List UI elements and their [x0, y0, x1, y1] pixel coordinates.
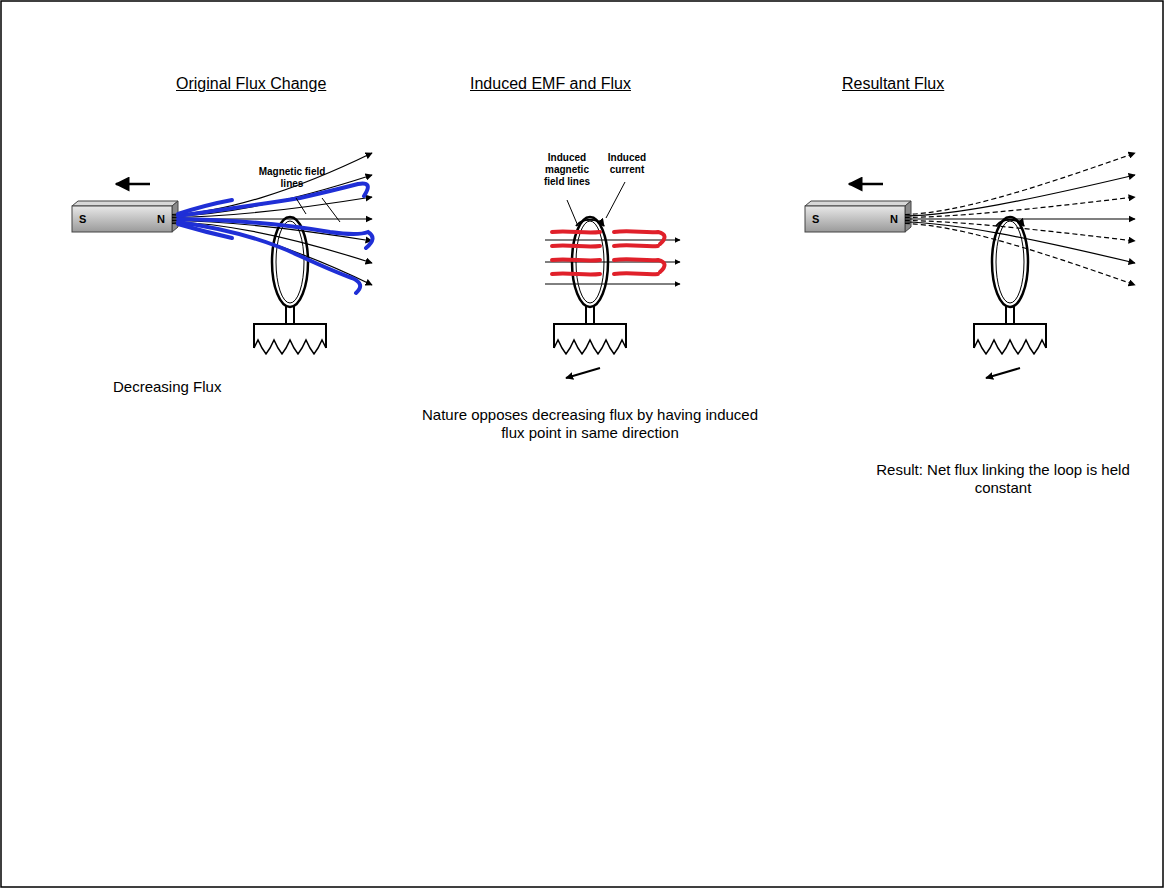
- resistor-symbol: [554, 324, 626, 348]
- bar-magnet-body: SN: [72, 206, 172, 232]
- panel-heading: Original Flux Change: [176, 74, 376, 93]
- motion-arrow: [116, 183, 150, 186]
- pole-letter: S: [79, 213, 86, 225]
- current-arrow: [986, 368, 1020, 378]
- current-arrow: [996, 220, 1024, 226]
- flux-sketch: [178, 184, 368, 217]
- pole-letter: S: [812, 213, 819, 225]
- resistor-symbol: [254, 324, 326, 348]
- flux-sketch: [178, 222, 360, 293]
- panel-caption: Result: Net flux linking the loop is hel…: [872, 461, 1134, 497]
- wire-loop: [254, 217, 326, 354]
- flux-sketch: [614, 259, 665, 272]
- leader-line: [567, 182, 625, 226]
- wire-loop: [974, 217, 1046, 378]
- field-line: [905, 153, 1135, 215]
- induced-field-line: [545, 240, 680, 241]
- panel-caption: Decreasing Flux: [113, 378, 293, 396]
- field-line: [172, 175, 372, 216]
- current-arrow: [566, 368, 600, 378]
- flux-sketch: [614, 231, 665, 244]
- flux-sketch: [552, 231, 600, 232]
- panel-heading: Resultant Flux: [842, 74, 1002, 93]
- panel-heading: Induced EMF and Flux: [470, 74, 690, 93]
- callout-label: Induced current: [604, 152, 650, 176]
- field-line: [905, 222, 1135, 263]
- induced-field-line: [545, 284, 680, 285]
- flux-sketch: [552, 245, 600, 246]
- wire-loop: [554, 217, 626, 378]
- callout-label: Magnetic field lines: [252, 166, 332, 190]
- field-line: [905, 197, 1135, 218]
- flux-sketch: [552, 259, 600, 260]
- bar-magnet: [72, 201, 178, 232]
- motion-arrow: [849, 183, 883, 186]
- flux-sketch: [552, 273, 600, 274]
- callout-label: Induced magnetic field lines: [540, 152, 594, 188]
- pole-letter: N: [157, 213, 165, 225]
- resistor-symbol: [974, 324, 1046, 348]
- flux-sketch: [614, 243, 658, 248]
- bar-magnet: [805, 201, 911, 232]
- current-arrow: [576, 220, 604, 226]
- panel-caption: Nature opposes decreasing flux by having…: [420, 406, 760, 442]
- field-line: [905, 218, 1135, 219]
- flux-sketch: [178, 224, 232, 238]
- leader-line: [296, 198, 340, 222]
- flux-sketch: [614, 271, 658, 276]
- flux-sketch: [178, 200, 232, 214]
- bar-magnet-body: SN: [805, 206, 905, 232]
- pole-letter: N: [890, 213, 898, 225]
